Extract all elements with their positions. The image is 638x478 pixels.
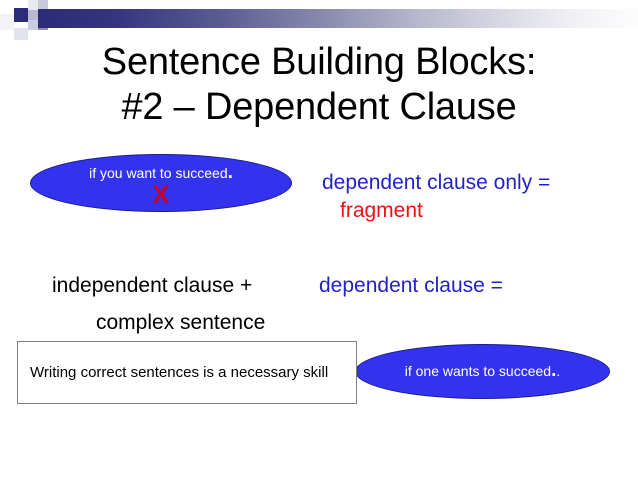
ellipse-1-text: if you want to succeed [89, 165, 228, 181]
square-fade-low [14, 28, 28, 40]
ellipse-2-label: if one wants to succeed.. [356, 360, 609, 381]
page-title: Sentence Building Blocks: #2 – Dependent… [0, 40, 638, 130]
square-fade-left [0, 14, 14, 30]
square-pale-2 [28, 0, 38, 10]
dependent-clause-only-label: dependent clause only = [322, 171, 551, 194]
sentence-box-text: Writing correct sentences is a necessary… [30, 364, 329, 381]
independent-clause-plus-label: independent clause + [52, 274, 253, 297]
ellipse-2-text: if one wants to succeed [404, 363, 552, 379]
if-one-wants-ellipse: if one wants to succeed.. [355, 344, 610, 399]
red-x-mark: X [152, 181, 170, 209]
ellipse-2-trailing-period: . [556, 363, 561, 379]
ellipse-1-label: if you want to succeed. [31, 162, 291, 183]
square-pale-1 [0, 0, 14, 14]
ellipse-1-period: . [227, 162, 233, 183]
title-line-2: #2 – Dependent Clause [121, 86, 517, 128]
square-light-1 [38, 0, 48, 10]
square-dark-navy [14, 8, 28, 22]
complex-sentence-label: complex sentence [96, 311, 266, 334]
ellipse-2-period: . [551, 360, 557, 381]
square-mid-1 [28, 20, 38, 30]
sentence-box: Writing correct sentences is a necessary… [17, 341, 357, 404]
fragment-label: fragment [340, 199, 423, 222]
square-light-2 [28, 10, 38, 20]
if-you-want-ellipse: if you want to succeed. X [30, 154, 292, 212]
dependent-clause-equals-label: dependent clause = [319, 274, 503, 297]
gradient-bar [38, 9, 638, 28]
title-line-1: Sentence Building Blocks: [101, 41, 537, 83]
